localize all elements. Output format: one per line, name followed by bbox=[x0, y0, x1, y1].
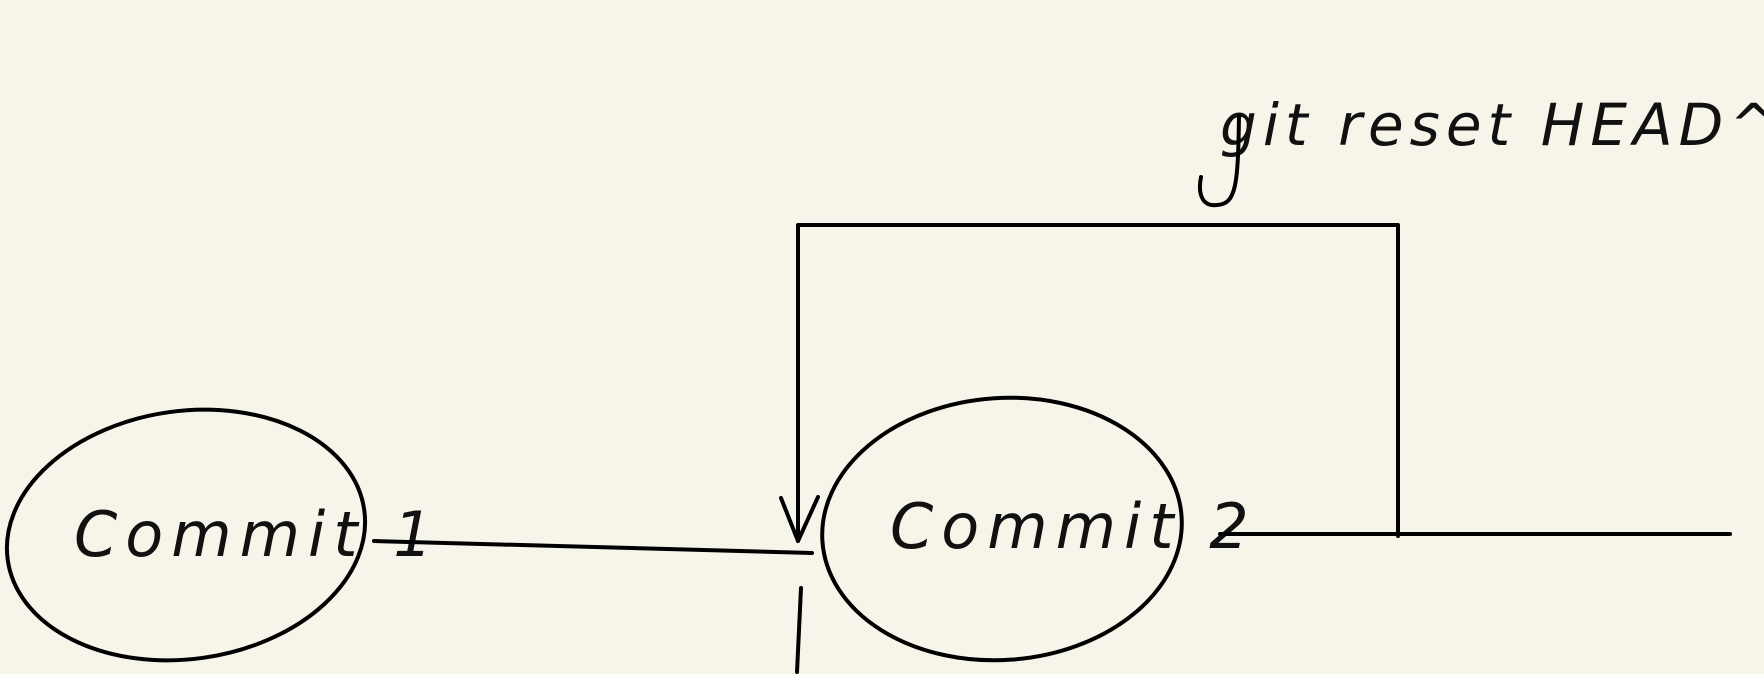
commit-2-label: Commit 2 bbox=[890, 490, 1257, 563]
reset-arrowhead bbox=[779, 495, 820, 543]
commit-1-ellipse bbox=[4, 407, 368, 663]
lower-tick-line bbox=[795, 586, 803, 674]
command-annotation: git reset HEAD^ bbox=[1197, 91, 1764, 208]
reset-loop-path bbox=[796, 223, 1400, 543]
commit-1-label: Commit 1 bbox=[74, 498, 441, 571]
commit-edge-line bbox=[372, 539, 814, 555]
reset-command-label: git reset HEAD^ bbox=[1220, 91, 1764, 159]
commit-1-node: Commit 1 bbox=[4, 407, 441, 663]
command-pointer bbox=[1197, 114, 1241, 208]
reset-loop-arrow bbox=[779, 223, 1400, 543]
commit-2-node: Commit 2 bbox=[820, 395, 1257, 663]
commit-2-ellipse bbox=[820, 395, 1184, 663]
